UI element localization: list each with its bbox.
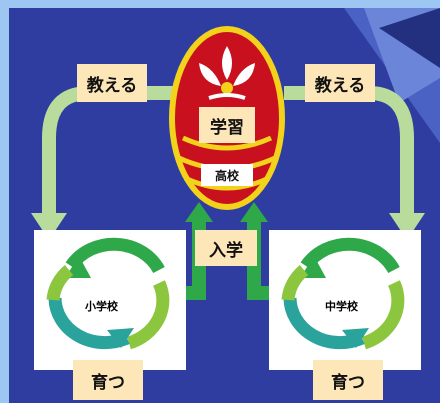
arrow-head xyxy=(240,202,268,222)
arrow-head xyxy=(185,202,213,222)
junior-high-label: 中学校 xyxy=(325,300,358,313)
diagram-panel: 教える 教える 学習 高校 入学 小学校 中学校 育つ 育つ xyxy=(9,8,440,403)
diagram-graphics xyxy=(31,8,440,370)
teach-arrow-right xyxy=(284,86,414,218)
teach-label-right: 教える xyxy=(305,64,375,102)
enroll-label: 入学 xyxy=(195,230,257,266)
teach-label-left: 教える xyxy=(77,64,147,102)
decor-shape xyxy=(379,8,440,68)
teach-arrow-left xyxy=(42,86,189,218)
nurture-label-right: 育つ xyxy=(313,360,383,400)
arrow-head xyxy=(31,213,67,240)
cycle-icon-right xyxy=(281,237,405,350)
cycle-icon-left xyxy=(46,237,170,350)
high-school-label: 高校 xyxy=(201,164,253,186)
nurture-label-left: 育つ xyxy=(73,360,143,400)
elementary-label: 小学校 xyxy=(85,300,118,313)
arrow-head xyxy=(389,213,425,240)
learn-label: 学習 xyxy=(199,107,255,143)
